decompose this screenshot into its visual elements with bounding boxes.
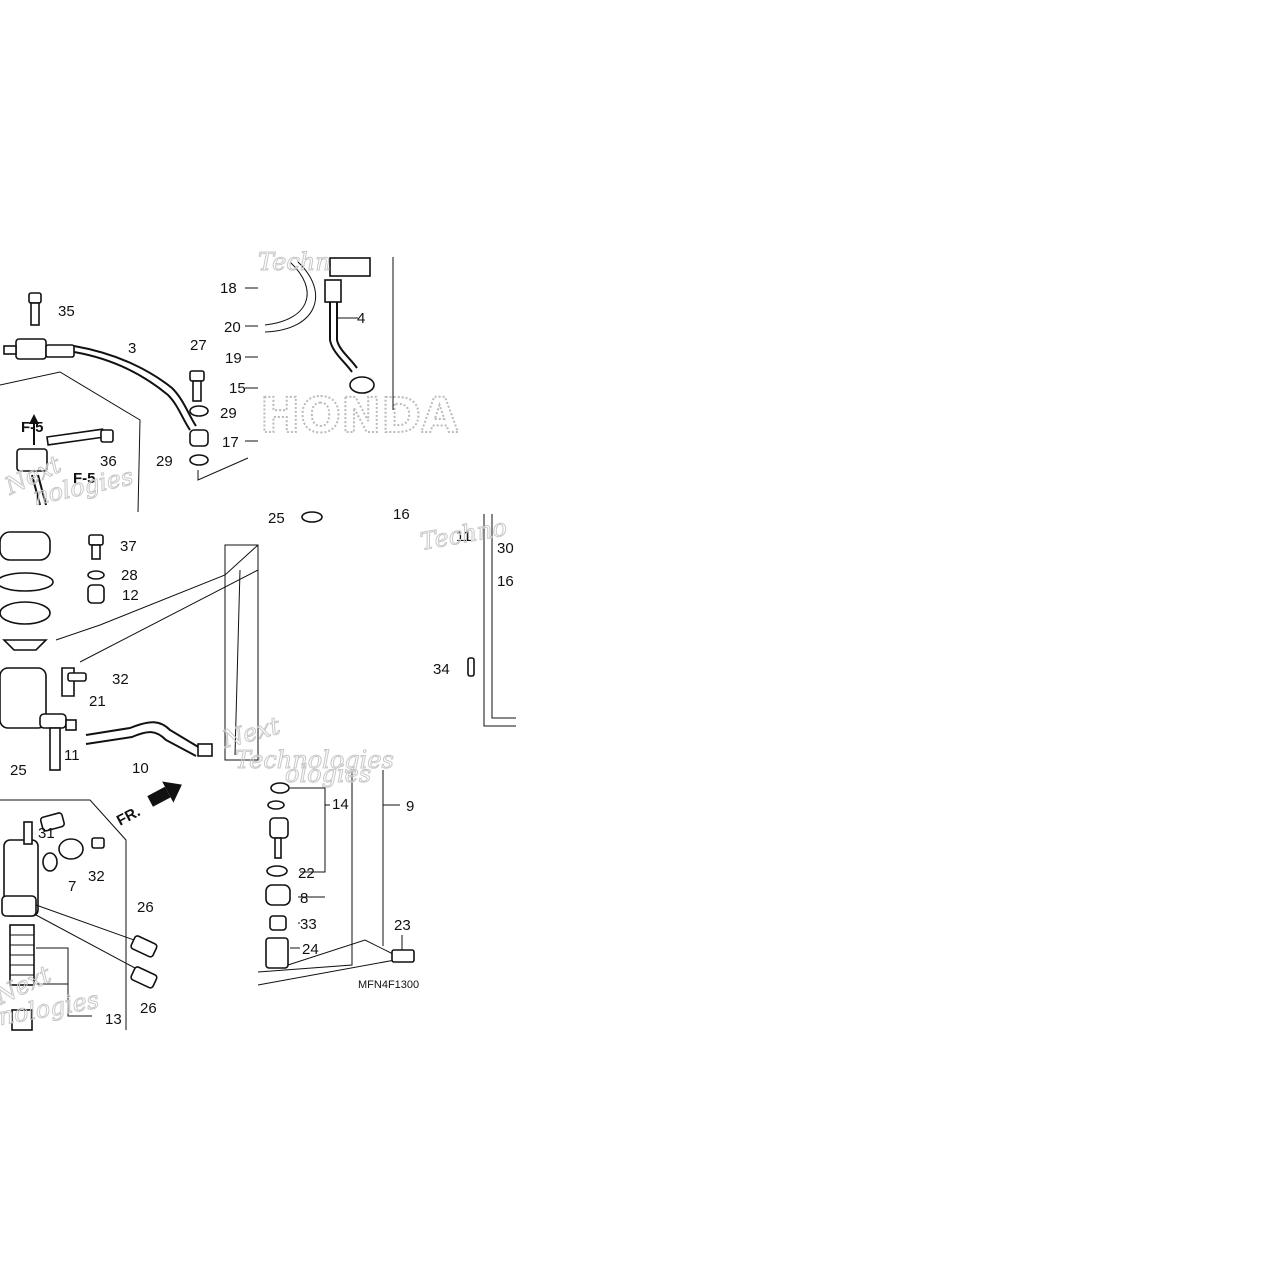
callout-labels: 35 3 27 29 29 36 18 20 19 15 17 4 37 28 … (10, 280, 514, 1028)
hose-fitting-icon (3, 338, 75, 360)
ref-label-f5: F-5 (73, 470, 96, 487)
oring-7-icon (42, 852, 58, 872)
callout-9: 9 (406, 798, 414, 815)
callout-20: 20 (224, 319, 241, 336)
ref-label-f5-top: F-5 (21, 419, 44, 436)
nut-22-icon (266, 865, 288, 877)
callout-33: 33 (300, 916, 317, 933)
callout-24: 24 (302, 941, 319, 958)
callout-16: 16 (497, 573, 514, 590)
clip-11-icon (65, 719, 77, 731)
bolt-35-icon (28, 292, 42, 326)
screw-32b-icon (91, 837, 105, 849)
pin-34-icon (467, 657, 475, 677)
callout-27: 27 (190, 337, 207, 354)
callout-3: 3 (128, 340, 136, 357)
callout-14: 14 (332, 796, 349, 813)
callout-11b: 11 (456, 528, 472, 545)
bolt-36-icon (16, 428, 114, 472)
bolt-37-icon (88, 534, 104, 546)
panel-reservoir (0, 531, 259, 771)
boot-8-icon (265, 884, 291, 906)
callout-32b: 32 (88, 868, 105, 885)
callout-13: 13 (105, 1011, 122, 1028)
bolt-27-icon (189, 370, 205, 402)
callout-17: 17 (222, 434, 239, 451)
screw-32-icon (67, 672, 87, 682)
banjo-icon (349, 376, 375, 394)
bolt-26-icon (130, 935, 158, 958)
callout-10: 10 (132, 760, 149, 777)
reservoir-cap-icon (0, 531, 51, 561)
panel-master-cylinder (0, 781, 182, 1031)
panel-brake-hose (0, 292, 249, 513)
callout-18: 18 (220, 280, 237, 297)
callout-25: 25 (10, 762, 27, 779)
washer-28-icon (87, 570, 105, 580)
front-arrow-icon (147, 781, 182, 807)
callout-4: 4 (357, 310, 365, 327)
callout-11: 11 (64, 747, 80, 764)
callout-21: 21 (89, 693, 106, 710)
panel-right-middle (301, 511, 516, 727)
joint-24-icon (265, 937, 289, 969)
panel-pushrod (257, 770, 415, 986)
callout-29b: 29 (156, 453, 173, 470)
pushrod-icon (269, 817, 289, 839)
callout-12: 12 (122, 587, 139, 604)
callout-37: 37 (120, 538, 137, 555)
callout-19: 19 (225, 350, 242, 367)
callout-32: 32 (112, 671, 129, 688)
callout-29: 29 (220, 405, 237, 422)
joint-icon (58, 838, 84, 860)
callout-34: 34 (433, 661, 450, 678)
washer-29b-icon (189, 454, 209, 466)
callout-36: 36 (100, 453, 117, 470)
callout-30: 30 (497, 540, 514, 557)
pin-23-icon (391, 949, 415, 963)
nut-33-icon (269, 915, 287, 931)
washer-29-icon (189, 405, 209, 417)
callout-26b: 26 (140, 1000, 157, 1017)
svg-text:ologies: ologies (285, 760, 371, 788)
reservoir-hose-icon (85, 721, 201, 749)
callout-23: 23 (394, 917, 411, 934)
svg-text:Techn: Techn (258, 248, 331, 276)
callout-22: 22 (298, 865, 315, 882)
brand-watermark: HONDA (260, 388, 458, 444)
direction-label: FR. (114, 803, 143, 829)
svg-text:Technologies: Technologies (235, 746, 394, 774)
callout-7: 7 (68, 878, 76, 895)
callout-26: 26 (137, 899, 154, 916)
brake-hose-icon (73, 351, 191, 431)
callout-28: 28 (121, 567, 138, 584)
grommet-12-icon (87, 584, 105, 604)
watermarks: Techn Next nologies Techno Next Technolo… (0, 248, 509, 1032)
callout-35: 35 (58, 303, 75, 320)
reservoir-body-icon (0, 667, 47, 729)
callout-8: 8 (300, 890, 308, 907)
svg-text:Techno: Techno (418, 513, 509, 556)
callout-25b: 25 (268, 510, 285, 527)
panel-hose-4: HONDA (245, 257, 459, 445)
callout-31: 31 (38, 825, 55, 842)
callout-16-top: 16 (393, 506, 410, 523)
callout-15: 15 (229, 380, 246, 397)
washer-25-icon (301, 511, 323, 523)
diagram-code: MFN4F1300 (358, 979, 419, 991)
bolt-26b-icon (130, 966, 158, 989)
